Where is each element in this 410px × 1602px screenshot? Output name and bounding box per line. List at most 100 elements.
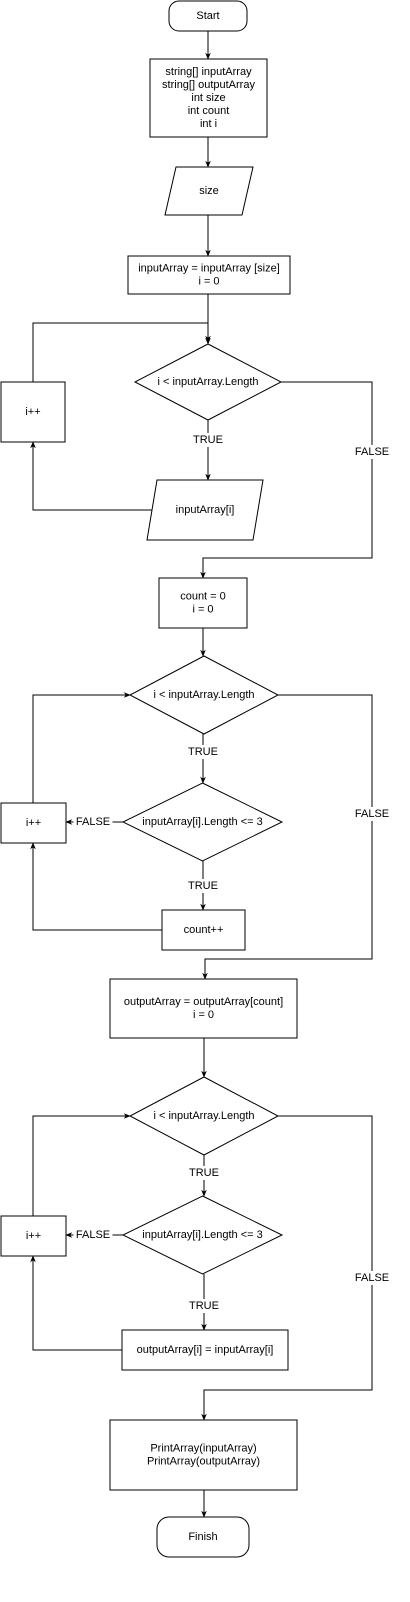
node-loop3-assign-shape bbox=[121, 1329, 289, 1371]
node-loop3-assign: outputArray[i] = inputArray[i] bbox=[121, 1329, 289, 1371]
edge-label-loop3-true-bg bbox=[188, 1166, 220, 1180]
node-init-input-array-text: inputArray = inputArray [size] bbox=[138, 263, 280, 275]
node-declarations-text: int size bbox=[191, 92, 225, 104]
edge-label-loop3-true: TRUE bbox=[188, 1166, 220, 1180]
node-loop1-read: inputArray[i] bbox=[146, 479, 264, 541]
node-loop3-assign-text: outputArray[i] = inputArray[i] bbox=[137, 1344, 274, 1356]
edge-label-loop1-true-bg bbox=[192, 433, 224, 447]
edge-label-loop3-false-text: FALSE bbox=[355, 1272, 389, 1284]
edge-label-loop1-true: TRUE bbox=[192, 433, 224, 447]
node-init-count: count = 0i = 0 bbox=[158, 577, 248, 629]
node-init-input-array-shape bbox=[127, 255, 291, 295]
node-print: PrintArray(inputArray)PrintArray(outputA… bbox=[109, 1419, 298, 1491]
edges bbox=[30, 31, 373, 1518]
node-loop1-cond-shape bbox=[133, 343, 283, 421]
node-init-input-array-text: i = 0 bbox=[198, 276, 219, 288]
node-loop1-read-shape bbox=[146, 479, 264, 541]
node-loop3-cond-shape bbox=[128, 1076, 280, 1156]
node-init-count-text: count = 0 bbox=[180, 591, 226, 603]
node-input-size: size bbox=[164, 166, 254, 216]
node-loop2-check-shape bbox=[121, 782, 284, 862]
node-loop2-check-text: inputArray[i].Length <= 3 bbox=[142, 816, 262, 828]
edge-label-loop3-check-false-text: FALSE bbox=[76, 1229, 110, 1241]
node-finish: Finish bbox=[156, 1516, 250, 1558]
edge-label-loop2-true-text: TRUE bbox=[188, 746, 218, 758]
edge-label-loop3-false-bg bbox=[352, 1271, 392, 1285]
edge-label-loop1-true-text: TRUE bbox=[193, 434, 223, 446]
node-declarations-text: string[] inputArray bbox=[165, 66, 252, 78]
edge-loop1-false bbox=[200, 381, 373, 579]
node-print-text: PrintArray(inputArray) bbox=[150, 1443, 256, 1455]
edge-label-loop1-false-bg bbox=[352, 445, 392, 459]
node-loop3-check-shape bbox=[121, 1195, 284, 1275]
node-loop3-check: inputArray[i].Length <= 3 bbox=[121, 1195, 284, 1275]
edge-label-loop2-check-true-text: TRUE bbox=[188, 880, 218, 892]
node-init-output-array: outputArray = outputArray[count]i = 0 bbox=[109, 978, 298, 1039]
node-loop2-cond-shape bbox=[128, 655, 280, 735]
edge-label-loop3-check-true-bg bbox=[188, 1299, 220, 1313]
node-declarations-text: string[] outputArray bbox=[162, 79, 255, 91]
node-init-output-array-text: i = 0 bbox=[193, 1009, 214, 1021]
edge-label-loop2-true: TRUE bbox=[187, 745, 219, 759]
node-loop2-count-shape bbox=[161, 909, 246, 951]
edge-label-loop3-check-false: FALSE bbox=[73, 1228, 113, 1242]
edge-label-loop3-false: FALSE bbox=[352, 1271, 392, 1285]
node-finish-shape bbox=[156, 1516, 250, 1558]
node-declarations-text: int count bbox=[188, 105, 230, 117]
edge-loop2-incr-back bbox=[32, 692, 131, 803]
node-loop3-check-text: inputArray[i].Length <= 3 bbox=[142, 1229, 262, 1241]
node-loop3-incr-shape bbox=[0, 1215, 67, 1257]
edge-label-loop2-check-false-text: FALSE bbox=[76, 816, 110, 828]
edge-label-loop2-check-false: FALSE bbox=[73, 815, 113, 829]
edge-loop1-read-to-incr bbox=[30, 441, 155, 511]
edge-label-loop2-check-false-bg bbox=[73, 815, 113, 829]
edge-label-loop3-true-text: TRUE bbox=[189, 1167, 219, 1179]
node-input-size-text: size bbox=[199, 185, 219, 197]
edge-loop3-false bbox=[201, 1115, 373, 1421]
node-loop2-count-text: count++ bbox=[184, 924, 224, 936]
edge-label-loop2-false: FALSE bbox=[352, 807, 392, 821]
node-finish-text: Finish bbox=[188, 1531, 217, 1543]
node-loop3-cond: i < inputArray.Length bbox=[128, 1076, 280, 1156]
node-loop1-incr-text: i++ bbox=[25, 406, 40, 418]
node-input-size-shape bbox=[164, 166, 254, 216]
edge-label-loop1-false-text: FALSE bbox=[355, 446, 389, 458]
node-loop2-count: count++ bbox=[161, 909, 246, 951]
node-print-text: PrintArray(outputArray) bbox=[147, 1456, 260, 1468]
edge-label-loop2-false-bg bbox=[352, 807, 392, 821]
edge-label-loop2-check-true-bg bbox=[187, 879, 219, 893]
node-loop1-incr: i++ bbox=[0, 381, 66, 443]
edge-loop3-assign-to-incr bbox=[30, 1255, 122, 1351]
node-init-input-array: inputArray = inputArray [size]i = 0 bbox=[127, 255, 291, 295]
edge-loop1-incr-back bbox=[32, 322, 211, 382]
node-loop3-cond-text: i < inputArray.Length bbox=[154, 1110, 255, 1122]
edge-label-loop2-check-true: TRUE bbox=[187, 879, 219, 893]
node-loop2-incr-shape bbox=[0, 802, 67, 844]
node-declarations-text: int i bbox=[200, 118, 217, 130]
edge-loop3-incr-back bbox=[32, 1113, 131, 1216]
edge-loop2-count-to-incr bbox=[30, 842, 162, 931]
edge-label-loop2-true-bg bbox=[187, 745, 219, 759]
node-loop3-incr-text: i++ bbox=[26, 1230, 41, 1242]
edge-label-loop3-check-false-bg bbox=[73, 1228, 113, 1242]
node-start: Start bbox=[168, 0, 248, 32]
node-init-output-array-text: outputArray = outputArray[count] bbox=[124, 996, 283, 1008]
edge-loop2-false bbox=[202, 694, 373, 980]
node-loop2-check: inputArray[i].Length <= 3 bbox=[121, 782, 284, 862]
node-loop3-incr: i++ bbox=[0, 1215, 67, 1257]
edge-labels: TRUE FALSE TRUE FALSE FALSE TRUE TRUE FALSE FALS… bbox=[73, 433, 392, 1313]
node-print-shape bbox=[109, 1419, 298, 1491]
node-init-count-shape bbox=[158, 577, 248, 629]
edge-label-loop3-check-true: TRUE bbox=[188, 1299, 220, 1313]
node-loop2-incr: i++ bbox=[0, 802, 67, 844]
edge-label-loop3-check-true-text: TRUE bbox=[189, 1300, 219, 1312]
node-start-shape bbox=[168, 0, 248, 32]
node-declarations-shape bbox=[149, 58, 268, 138]
node-loop1-read-text: inputArray[i] bbox=[176, 504, 235, 516]
node-loop2-cond: i < inputArray.Length bbox=[128, 655, 280, 735]
node-start-text: Start bbox=[196, 10, 219, 22]
node-init-output-array-shape bbox=[109, 978, 298, 1039]
